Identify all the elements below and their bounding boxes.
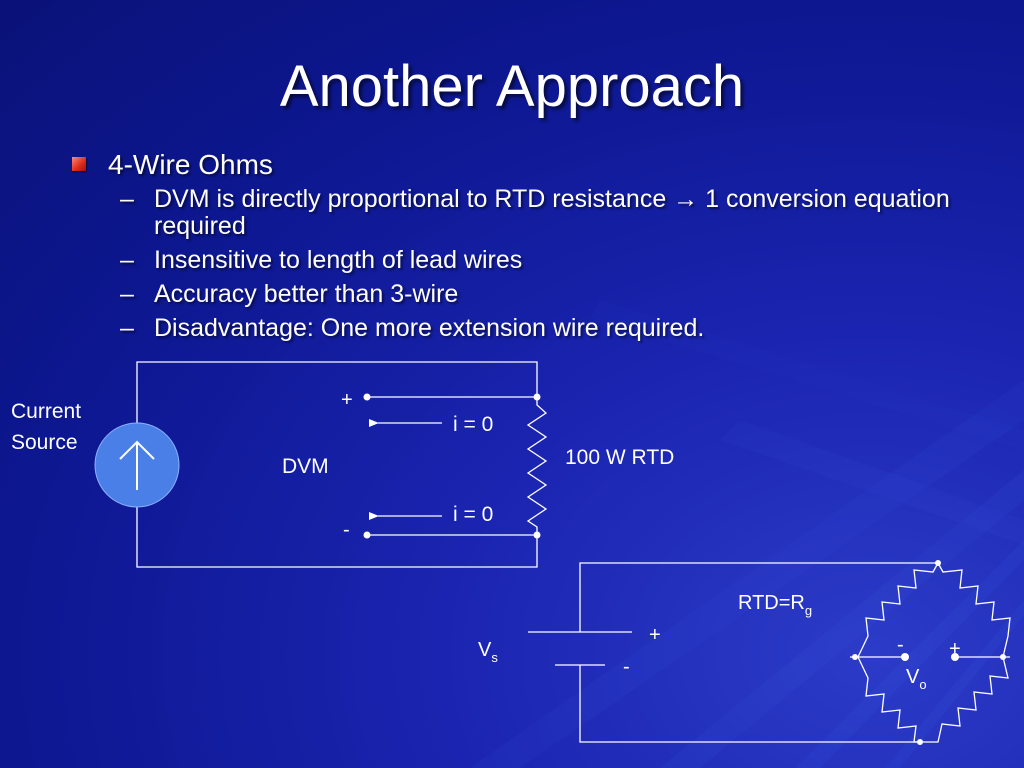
node-dot — [917, 739, 923, 745]
supply-voltage-label: Vs — [478, 639, 498, 665]
sub-bullet-text: Accuracy better than 3-wire — [154, 280, 459, 308]
dash-marker: – — [120, 246, 134, 274]
rtd-label: 100 W RTD — [565, 446, 674, 469]
bridge-top-wire — [579, 562, 938, 632]
bridge-resistor-bottom-right — [920, 656, 1009, 743]
terminal-dot — [363, 393, 371, 401]
rtd-rg-label: RTD=Rg — [738, 592, 812, 618]
output-voltage-label: Vo — [906, 666, 927, 692]
outer-loop-wire — [136, 361, 538, 568]
current-source-label-line1: Current — [11, 400, 81, 423]
dash-marker: – — [120, 185, 134, 213]
node-dot — [1000, 654, 1006, 660]
terminal-dot — [363, 531, 371, 539]
slide-title: Another Approach — [279, 54, 745, 119]
node-dot — [935, 560, 941, 566]
terminal-dot — [533, 531, 541, 539]
sub-bullet-3: – Accuracy better than 3-wire — [120, 281, 1000, 308]
sub-bullet-list: – DVM is directly proportional to RTD re… — [120, 186, 1000, 349]
bridge-resistor-bottom-left — [857, 656, 920, 743]
output-plus-sign: + — [949, 638, 961, 660]
main-bullet-text: 4-Wire Ohms — [108, 149, 273, 180]
dash-marker: – — [120, 280, 134, 308]
supply-plus-sign: + — [649, 624, 661, 646]
output-terminal-minus — [901, 653, 909, 661]
sub-bullet-4: – Disadvantage: One more extension wire … — [120, 315, 1000, 342]
bridge-circuit: RTD=Rg Vs + - - + Vo — [478, 560, 1011, 745]
red-square-bullet-icon — [72, 157, 86, 171]
bridge-resistor-top-left — [857, 562, 939, 658]
main-bullet: 4-Wire Ohms — [72, 148, 273, 182]
output-minus-sign: - — [897, 634, 904, 656]
bridge-resistor-top-right — [937, 562, 1011, 658]
current-source-label-line2: Source — [11, 431, 78, 454]
dvm-plus-sign: + — [341, 389, 353, 411]
sub-bullet-text: Disadvantage: One more extension wire re… — [154, 314, 705, 342]
four-wire-circuit: Current Source DVM + - i = 0 i = 0 100 W… — [11, 361, 674, 568]
current-source-arrow-icon — [119, 440, 155, 490]
dvm-minus-sign: - — [343, 519, 350, 541]
sub-bullet-text: DVM is directly proportional to RTD resi… — [154, 185, 950, 240]
dash-marker: – — [120, 314, 134, 342]
sub-bullet-1: – DVM is directly proportional to RTD re… — [120, 186, 1000, 240]
dvm-label: DVM — [282, 455, 329, 478]
node-dot — [852, 654, 858, 660]
sub-bullet-text: Insensitive to length of lead wires — [154, 246, 523, 274]
sub-bullet-2: – Insensitive to length of lead wires — [120, 247, 1000, 274]
current-label-bottom: i = 0 — [453, 503, 493, 526]
bridge-bottom-wire — [579, 665, 920, 743]
output-terminal-plus — [951, 653, 959, 661]
current-label-top: i = 0 — [453, 413, 493, 436]
rtd-resistor — [526, 397, 548, 535]
terminal-dot — [533, 393, 541, 401]
supply-minus-sign: - — [623, 656, 630, 678]
